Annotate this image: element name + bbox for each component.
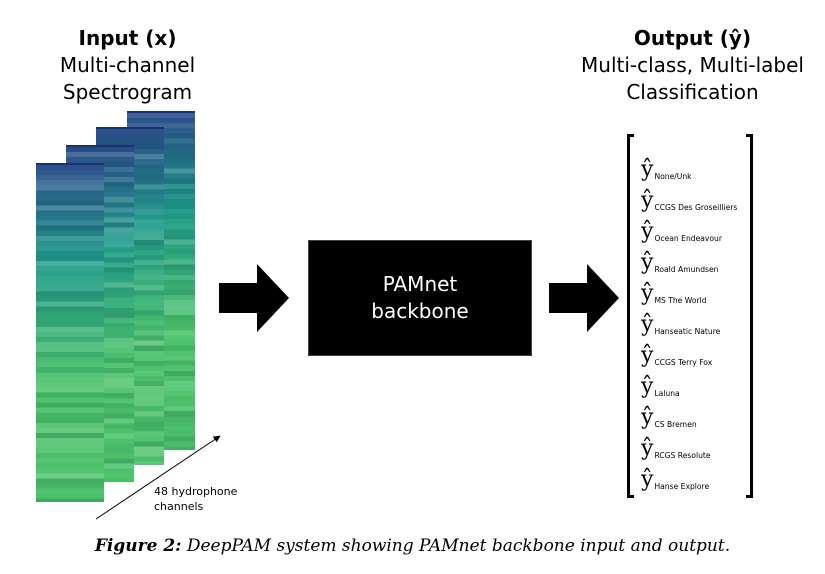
y-hat-symbol: ŷ [641,436,654,461]
caption-label: Figure 2: [94,536,182,556]
y-hat-symbol: ŷ [641,312,654,337]
class-label: MS The World [654,296,707,305]
class-label: Laluna [654,389,680,398]
output-subtitle-line1: Multi-class, Multi-label [581,53,804,77]
left-bracket [627,134,634,498]
class-label: CS Bremen [654,420,697,429]
channels-label: 48 hydrophone channels [154,485,238,513]
class-label: RCGS Resolute [654,451,711,460]
input-title: Input (x) [78,26,177,50]
spectrogram-stack [0,0,260,520]
class-label: CCGS Des Groseilliers [654,203,738,212]
y-hat-symbol: ŷ [641,374,654,399]
y-hat-symbol: ŷ [641,250,654,275]
pamnet-backbone-box: PAMnet backbone [308,240,532,356]
y-hat-symbol: ŷ [641,281,654,306]
arrow-right-icon [219,264,289,332]
spectrogram-channel-1 [36,163,104,502]
input-subtitle-line1: Multi-channel [59,53,196,77]
y-hat-symbol: ŷ [641,188,654,213]
output-header: Output (ŷ) Multi-class, Multi-label Clas… [570,25,815,106]
y-hat-symbol: ŷ [641,343,654,368]
class-label: Hanseatic Nature [654,327,721,336]
backbone-label-line1: PAMnet [382,272,458,296]
y-hat-symbol: ŷ [641,467,654,492]
backbone-label-line2: backbone [371,299,469,323]
class-label: Hanse Explore [654,482,710,491]
arrow-right-icon [549,264,619,332]
output-title: Output (ŷ) [633,26,752,50]
class-label: CCGS Terry Fox [654,358,713,367]
class-label: Roald Amundsen [654,265,719,274]
input-header: Input (x) Multi-channel Spectrogram [40,25,215,106]
caption-text: DeepPAM system showing PAMnet backbone i… [181,536,731,556]
y-hat-symbol: ŷ [641,219,654,244]
output-subtitle-line2: Classification [626,80,759,104]
channels-axis-arrow [95,435,221,520]
input-subtitle-line2: Spectrogram [62,80,193,104]
y-hat-symbol: ŷ [641,157,654,182]
right-bracket [746,134,753,498]
y-hat-symbol: ŷ [641,405,654,430]
figure-caption: Figure 2: DeepPAM system showing PAMnet … [0,536,825,556]
class-label: Ocean Endeavour [654,234,722,243]
class-label: None/Unk [654,172,692,181]
